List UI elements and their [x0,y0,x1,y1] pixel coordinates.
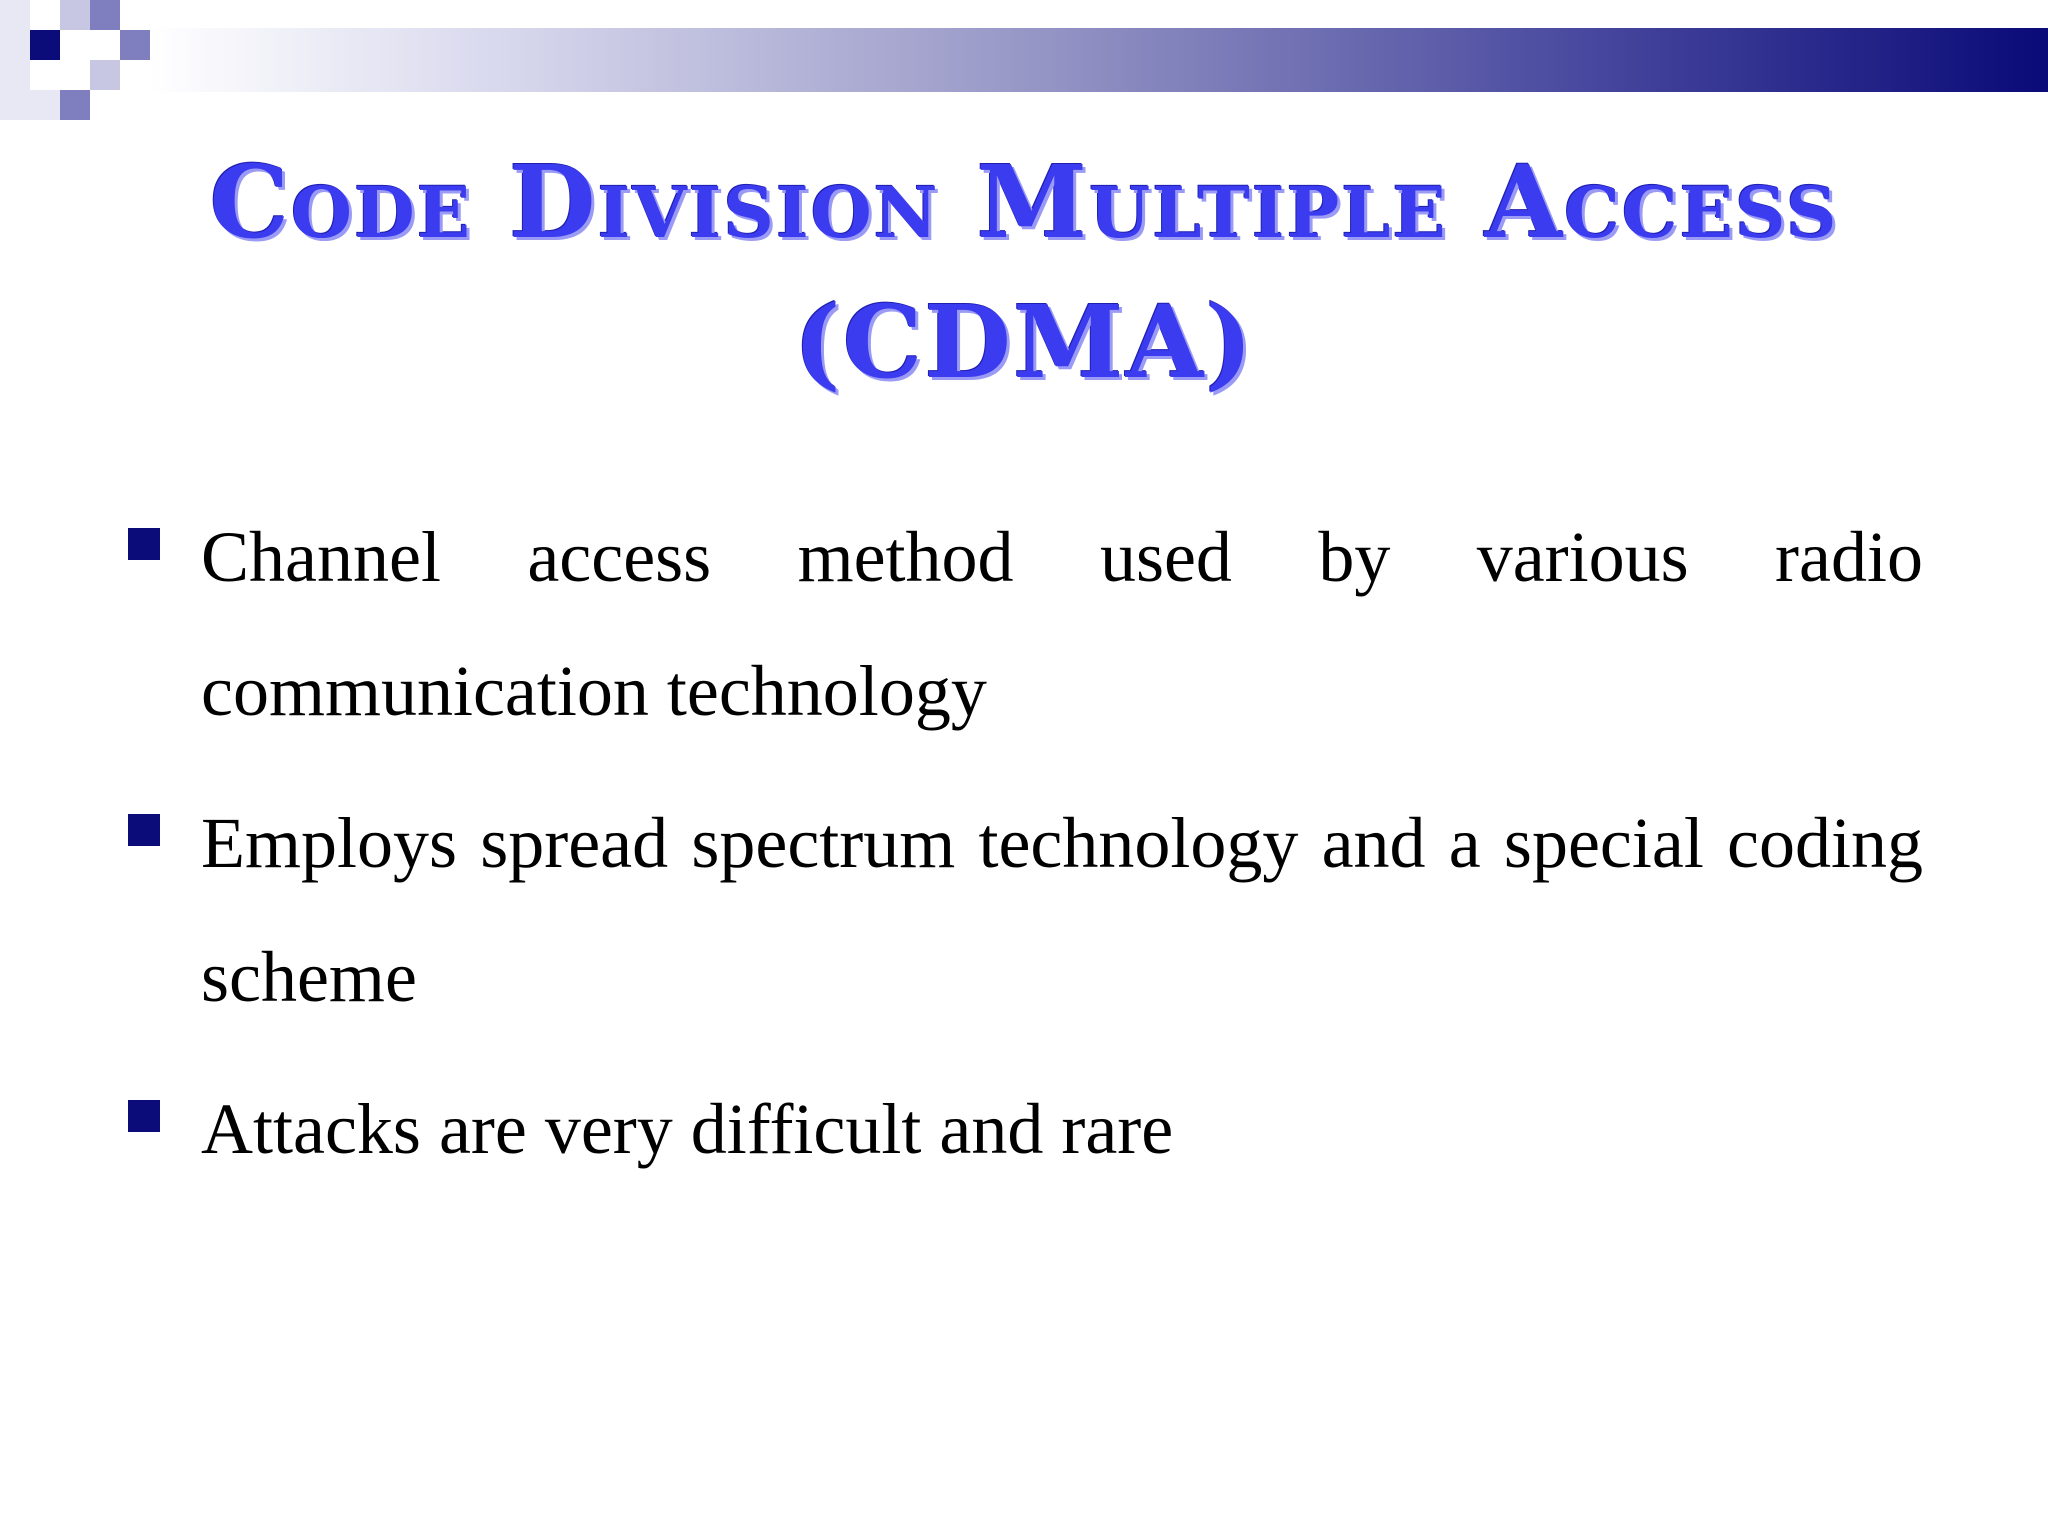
decor-square [60,0,90,30]
square-bullet-icon [128,528,160,560]
slide-title: Code Division Multiple Access (CDMA) [209,143,1839,401]
top-gradient-bar [150,28,2048,92]
decor-square [30,30,60,60]
decor-square [120,30,150,60]
bullet-item: Employs spread spectrum technology and a… [125,776,1923,1044]
bullet-text: Channel access method used by various ra… [201,517,1923,731]
bullet-item: Channel access method used by various ra… [125,490,1923,758]
decor-square [90,60,120,90]
decor-square [60,90,90,120]
bullet-text: Attacks are very difficult and rare [201,1089,1174,1169]
decor-square [30,90,60,120]
square-bullet-icon [128,1100,160,1132]
bullet-item: Attacks are very difficult and rare [125,1062,1923,1196]
bullet-text: Employs spread spectrum technology and a… [201,803,1923,1017]
decor-square [90,0,120,30]
decor-square [0,0,30,120]
bullet-list: Channel access method used by various ra… [125,490,1923,1214]
square-bullet-icon [128,814,160,846]
